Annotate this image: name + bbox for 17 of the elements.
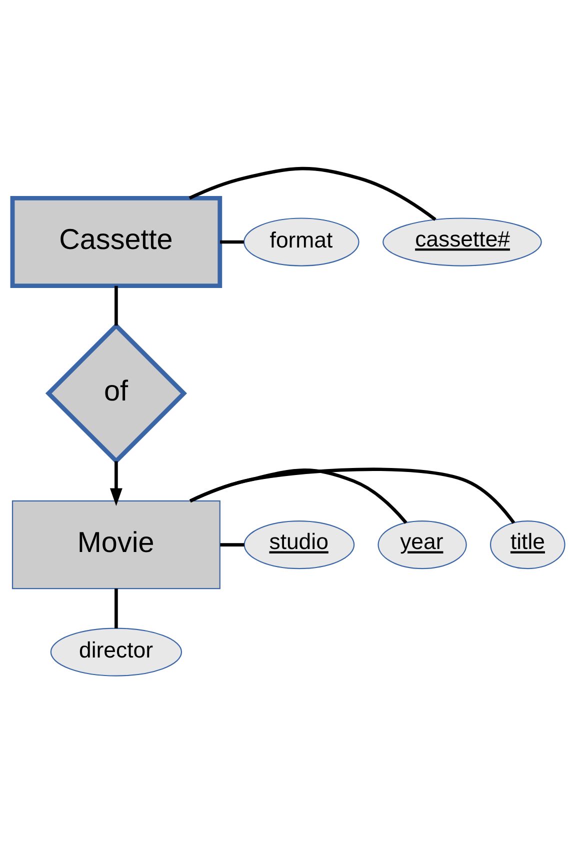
node-box: Movie <box>12 500 220 589</box>
node-box: Cassette <box>10 195 222 288</box>
node-ellipse: year <box>378 520 467 569</box>
connector <box>220 240 244 244</box>
connector <box>190 468 408 524</box>
node-ellipse: format <box>243 217 360 266</box>
connector <box>190 467 516 524</box>
connector <box>220 542 244 546</box>
node-diamond: of <box>45 322 187 464</box>
connector <box>114 285 118 326</box>
arrow <box>110 460 122 506</box>
node-ellipse: cassette# <box>382 217 542 266</box>
node-ellipse: studio <box>244 520 355 569</box>
node-ellipse: title <box>490 520 566 569</box>
node-ellipse: director <box>50 627 182 676</box>
connector <box>114 588 118 628</box>
connector <box>188 166 436 220</box>
